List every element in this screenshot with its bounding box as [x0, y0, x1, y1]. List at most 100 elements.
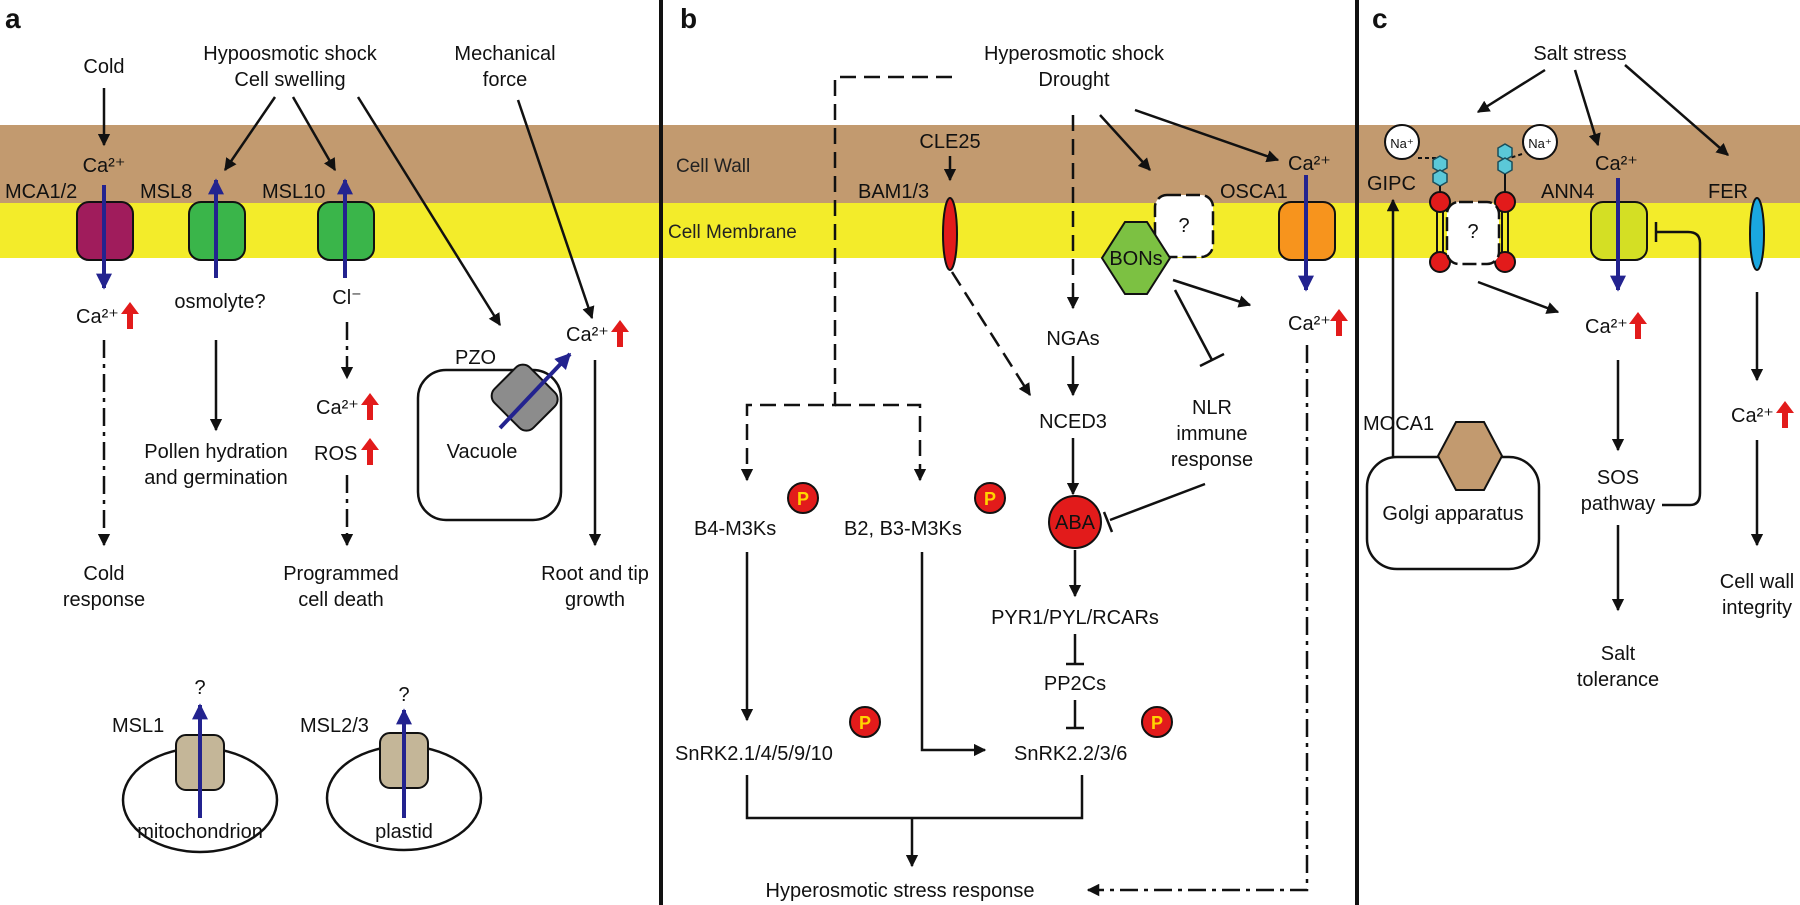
cl-label: Cl⁻ — [332, 287, 361, 309]
panel-label-c: c — [1372, 3, 1388, 34]
cell-wall-label: Cell Wall — [676, 156, 750, 177]
msl8-label: MSL8 — [140, 181, 192, 203]
b2-m3ks-label: B2, B3-M3Ks — [844, 518, 962, 540]
hypoosmotic-label: Hypoosmotic shock — [203, 43, 377, 65]
gipc-sugars-right — [1497, 143, 1513, 175]
sos-2: pathway — [1581, 493, 1656, 515]
hyperosmotic-label: Hyperosmotic shock — [984, 43, 1165, 65]
panel-b: Hyperosmotic shock Drought CLE25 BAM1/3 … — [675, 43, 1348, 902]
pollen-1: Pollen hydration — [144, 441, 287, 463]
bam-receptor — [942, 197, 958, 271]
unknown-protein-b — [1153, 193, 1215, 259]
pzo-channel — [490, 363, 559, 432]
nlr-2: immune — [1176, 423, 1247, 445]
na-left-label: Na⁺ — [1390, 136, 1413, 151]
mca-label: MCA1/2 — [5, 181, 77, 203]
hyperosmotic-response: Hyperosmotic stress response — [766, 880, 1035, 902]
salt-tol-2: tolerance — [1577, 669, 1659, 691]
salt-tol-1: Salt — [1601, 643, 1636, 665]
pp2c-label: PP2Cs — [1044, 673, 1106, 695]
na-ion-left — [1384, 124, 1420, 160]
na-ion-right — [1522, 124, 1558, 160]
ca-in-mca: Ca²⁺ — [76, 306, 119, 328]
drought-label: Drought — [1038, 69, 1110, 91]
bons-hexagon — [1100, 221, 1172, 295]
moca-hexagon — [1436, 421, 1504, 491]
fer-label: FER — [1708, 181, 1748, 203]
aba-molecule — [1048, 495, 1102, 549]
root-1: Root and tip — [541, 563, 649, 585]
mechanical-label: Mechanical — [454, 43, 555, 65]
unknown-c-q: ? — [1467, 221, 1478, 243]
ann4-label: ANN4 — [1541, 181, 1594, 203]
b2-p-label: P — [984, 489, 996, 509]
cold-response-1: Cold — [83, 563, 124, 585]
moca-label: MOCA1 — [1363, 413, 1434, 435]
panel-c: Salt stress Na⁺ Na⁺ ? GIPC C — [1363, 43, 1794, 691]
golgi-label: Golgi apparatus — [1382, 503, 1523, 525]
panel-a: Cold Hypoosmotic shock Cell swelling Mec… — [5, 43, 649, 854]
b4-p-label: P — [797, 489, 809, 509]
vacuole-label: Vacuole — [447, 441, 518, 463]
snrk2-label: SnRK2.2/3/6 — [1014, 743, 1127, 765]
ca-top-osca: Ca²⁺ — [1288, 153, 1331, 175]
nced3-label: NCED3 — [1039, 411, 1107, 433]
pcd-1: Programmed — [283, 563, 399, 585]
ca-mid: Ca²⁺ — [316, 397, 359, 419]
bam-label: BAM1/3 — [858, 181, 929, 203]
msl10-label: MSL10 — [262, 181, 325, 203]
gipc-sugars-left — [1432, 155, 1448, 187]
osca-label: OSCA1 — [1220, 181, 1288, 203]
q-msl23: ? — [398, 684, 409, 706]
gipc-head-right-top — [1494, 191, 1516, 213]
snrk2-phospho — [1141, 706, 1173, 738]
cell-swelling-label: Cell swelling — [234, 69, 345, 91]
pcd-2: cell death — [298, 589, 384, 611]
cwi-1: Cell wall — [1720, 571, 1794, 593]
ca-top-ann4: Ca²⁺ — [1595, 153, 1638, 175]
cold-label: Cold — [83, 56, 124, 78]
unknown-b-q: ? — [1178, 215, 1189, 237]
q-msl1: ? — [194, 677, 205, 699]
ca-pzo: Ca²⁺ — [566, 324, 609, 346]
nlr-3: response — [1171, 449, 1253, 471]
fer-receptor — [1749, 197, 1765, 271]
msl23-label: MSL2/3 — [300, 715, 369, 737]
snrk2-p-label: P — [1151, 713, 1163, 733]
pyr-label: PYR1/PYL/RCARs — [991, 607, 1159, 629]
cle25-label: CLE25 — [919, 131, 980, 153]
nlr-1: NLR — [1192, 397, 1232, 419]
cwi-2: integrity — [1722, 597, 1792, 619]
unknown-protein-c — [1445, 200, 1501, 266]
pzo-label: PZO — [455, 347, 496, 369]
cold-response-2: response — [63, 589, 145, 611]
bons-label: BONs — [1109, 248, 1162, 270]
na-right-label: Na⁺ — [1528, 136, 1551, 151]
ca-in-ann4: Ca²⁺ — [1585, 316, 1628, 338]
panel-label-a: a — [5, 3, 21, 34]
gipc-head-left-bottom — [1429, 251, 1451, 273]
ca-in-osca: Ca²⁺ — [1288, 313, 1331, 335]
b4-m3ks-label: B4-M3Ks — [694, 518, 776, 540]
panel-label-b: b — [680, 3, 697, 34]
sos-1: SOS — [1597, 467, 1639, 489]
root-2: growth — [565, 589, 625, 611]
mitochondrion-label: mitochondrion — [137, 821, 263, 843]
salt-stress-label: Salt stress — [1533, 43, 1626, 65]
snrk1-p-label: P — [859, 713, 871, 733]
b2-phospho — [974, 482, 1006, 514]
cell-membrane-band — [0, 203, 1800, 258]
gipc-label: GIPC — [1367, 173, 1416, 195]
ros-label: ROS — [314, 443, 357, 465]
force-label: force — [483, 69, 527, 91]
ca-fer: Ca²⁺ — [1731, 405, 1774, 427]
ca-top-mca: Ca²⁺ — [83, 155, 126, 177]
aba-label: ABA — [1055, 512, 1096, 534]
cell-membrane-label: Cell Membrane — [668, 222, 797, 243]
ngas-label: NGAs — [1046, 328, 1099, 350]
osmolyte-label: osmolyte? — [174, 291, 265, 313]
gipc-head-left-top — [1429, 191, 1451, 213]
b4-phospho — [787, 482, 819, 514]
snrk1-label: SnRK2.1/4/5/9/10 — [675, 743, 833, 765]
